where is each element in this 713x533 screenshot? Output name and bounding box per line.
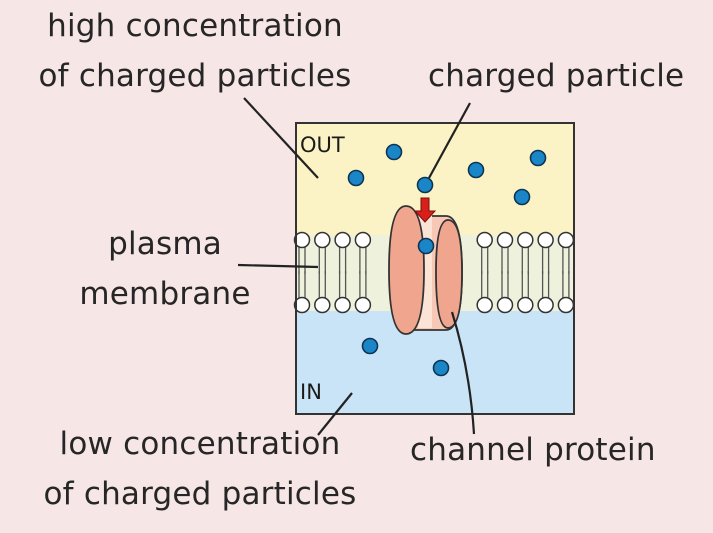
lipid-head-circle-icon — [354, 296, 372, 314]
lipid-head-circle-icon — [557, 231, 575, 249]
lipid-head-circle-icon — [293, 296, 311, 314]
lipid-head-circle-icon — [557, 296, 575, 314]
charged-particles — [347, 143, 547, 377]
diagram-frame — [295, 122, 575, 415]
label-charged-particle: charged particle — [428, 58, 685, 94]
particle-out-5 — [529, 149, 547, 167]
particle-in-1 — [361, 337, 379, 355]
particle-out-6 — [513, 188, 531, 206]
leader-charged-particle — [428, 102, 471, 179]
particle-out-1 — [385, 143, 403, 161]
lipid-head-circle-icon — [517, 231, 534, 249]
lipid-head-circle-icon — [354, 231, 372, 249]
channel-protein — [388, 205, 463, 335]
label-plasma-membrane: plasma membrane — [70, 224, 260, 314]
channel-protein-left-subunit — [388, 205, 425, 335]
lipid-tails — [298, 247, 570, 298]
leader-plasma-membrane — [237, 263, 319, 269]
lipid-head-circle-icon — [476, 296, 493, 314]
label-channel-protein: channel protein — [410, 432, 656, 468]
lipid-head-circle-icon — [293, 231, 311, 249]
lipid-head-circle-icon — [517, 296, 534, 314]
particle-in-2 — [432, 359, 450, 377]
lipid-head-circle-icon — [496, 231, 514, 249]
particle-in-channel — [417, 237, 435, 255]
label-high-concentration-line1: high concentration — [47, 8, 343, 44]
label-high-concentration-line2: of charged particles — [38, 58, 352, 94]
channel-protein-right-subunit — [435, 219, 463, 329]
particle-out-4 — [467, 161, 485, 179]
label-plasma-line2: membrane — [79, 276, 251, 312]
particle-out-2 — [347, 169, 365, 187]
label-high-concentration: high concentration of charged particles — [20, 6, 370, 96]
leader-lines — [237, 97, 476, 436]
label-low-concentration: low concentration of charged particles — [20, 424, 380, 514]
lipid-head-circle-icon — [537, 231, 554, 249]
label-low-concentration-line1: low concentration — [59, 426, 341, 462]
lipid-head-circle-icon — [496, 296, 514, 314]
particle-out-3 — [416, 176, 434, 194]
lipid-head-circle-icon — [334, 231, 351, 249]
label-plasma-line1: plasma — [108, 226, 222, 262]
leader-high-concentration — [243, 97, 319, 179]
lipid-head-circle-icon — [314, 296, 331, 314]
region-label-out: OUT — [300, 133, 345, 157]
region-label-in: IN — [300, 380, 322, 404]
label-low-concentration-line2: of charged particles — [43, 476, 357, 512]
lipid-head-circle-icon — [314, 231, 331, 249]
red-down-arrow-icon — [413, 197, 437, 223]
lipid-head-circle-icon — [476, 231, 493, 249]
leader-low-concentration — [317, 392, 353, 436]
lipid-head-circle-icon — [334, 296, 351, 314]
leader-channel-protein — [450, 311, 476, 435]
lipid-head-circle-icon — [537, 296, 554, 314]
